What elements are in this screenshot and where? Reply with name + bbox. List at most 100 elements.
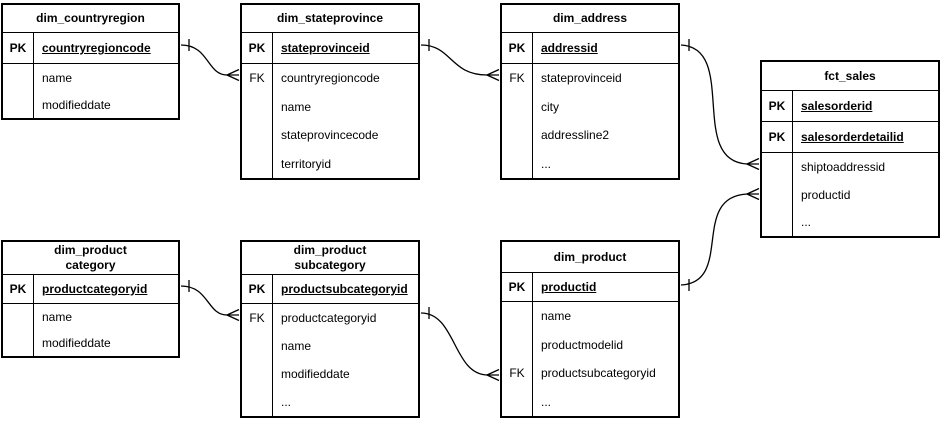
pk-badge: PK <box>242 33 273 63</box>
relationship-dim-product-fct-sales <box>680 187 760 291</box>
badge-cell <box>762 153 793 181</box>
field-row: territoryid <box>242 149 418 178</box>
field-name: name <box>541 309 572 324</box>
badge-cell <box>242 388 273 416</box>
entity-dim-productsubcategory: dim_product subcategory PK productsubcat… <box>240 240 420 418</box>
relationship-dim-productsubcategory-dim-product <box>420 307 500 382</box>
field-row: FK countryregioncode <box>242 64 418 93</box>
entity-title: fct_sales <box>762 62 938 91</box>
relationship-dim-countryregion-dim-stateprovince <box>180 39 240 82</box>
field-name: productcategoryid <box>281 311 377 325</box>
field-name: shiptoaddressid <box>801 159 886 174</box>
badge-cell <box>502 92 533 121</box>
field-row: modifieddate <box>242 360 418 388</box>
relationship-dim-productcategory-dim-productsubcategory <box>180 280 240 322</box>
pk-field-name: productsubcategoryid <box>281 282 408 296</box>
primary-key-row: PK salesorderdetailid <box>762 122 938 153</box>
badge-cell <box>242 149 273 178</box>
badge-cell <box>502 302 533 331</box>
field-row: FK productsubcategoryid <box>502 359 678 388</box>
pk-field-name: countryregioncode <box>42 41 151 55</box>
pk-field-name: addressid <box>541 41 598 55</box>
pk-badge: PK <box>502 273 533 301</box>
pk-badge: PK <box>3 33 34 63</box>
badge-cell <box>3 304 34 330</box>
entity-title: dim_stateprovince <box>242 5 418 33</box>
entity-body: name modifieddate <box>3 64 178 118</box>
field-row: modifieddate <box>3 330 178 356</box>
field-row: productid <box>762 180 938 209</box>
badge-cell <box>242 121 273 150</box>
field-name: name <box>42 310 73 324</box>
entity-title: dim_address <box>502 5 678 33</box>
field-row: ... <box>242 388 418 416</box>
field-row: name <box>502 302 678 331</box>
entity-dim-countryregion: dim_countryregion PK countryregioncode n… <box>1 3 180 120</box>
field-name: modifieddate <box>281 367 350 381</box>
badge-cell <box>502 330 533 359</box>
field-row: ... <box>502 149 678 178</box>
badge-cell <box>762 208 793 237</box>
pk-badge: PK <box>762 91 793 121</box>
badge-cell <box>502 149 533 178</box>
pk-field-name: salesorderdetailid <box>801 130 904 144</box>
entity-body: name modifieddate <box>3 304 178 356</box>
entity-fct-sales: fct_sales PK salesorderid PK salesorderd… <box>760 60 940 238</box>
field-name: ... <box>541 156 552 171</box>
field-row: addressline2 <box>502 121 678 150</box>
field-row: FK stateprovinceid <box>502 64 678 93</box>
field-name: name <box>42 70 73 85</box>
badge-cell <box>242 332 273 360</box>
primary-key-row: PK salesorderid <box>762 91 938 122</box>
fk-badge: FK <box>242 304 273 332</box>
field-name: productsubcategoryid <box>541 366 656 381</box>
primary-key-row: PK addressid <box>502 33 678 64</box>
entity-body: FK countryregioncode name stateprovincec… <box>242 64 418 178</box>
primary-key-row: PK productid <box>502 273 678 302</box>
primary-key-row: PK stateprovinceid <box>242 33 418 64</box>
fk-badge: FK <box>502 359 533 388</box>
field-row: name <box>242 92 418 121</box>
field-row: city <box>502 92 678 121</box>
field-name: name <box>281 339 312 353</box>
fk-badge: FK <box>242 64 273 93</box>
field-name: modifieddate <box>42 336 111 350</box>
badge-cell <box>3 330 34 356</box>
entity-body: FK productcategoryid name modifieddate .… <box>242 304 418 416</box>
primary-key-row: PK productsubcategoryid <box>242 275 418 304</box>
pk-badge: PK <box>762 122 793 152</box>
field-row: name <box>3 64 178 91</box>
badge-cell <box>762 180 793 209</box>
field-name: city <box>541 99 559 114</box>
badge-cell <box>3 64 34 91</box>
entity-dim-product: dim_product PK productid name productmod… <box>500 240 680 418</box>
field-name: modifieddate <box>42 97 111 112</box>
field-name: countryregioncode <box>281 71 380 86</box>
field-row: stateprovincecode <box>242 121 418 150</box>
field-row: ... <box>502 387 678 416</box>
field-name: ... <box>541 394 552 409</box>
primary-key-row: PK productcategoryid <box>3 275 178 304</box>
badge-cell <box>242 360 273 388</box>
entity-body: FK stateprovinceid city addressline2 ... <box>502 64 678 178</box>
field-name: ... <box>281 395 292 409</box>
relationship-dim-stateprovince-dim-address <box>420 39 500 82</box>
field-row: productmodelid <box>502 330 678 359</box>
pk-field-name: productid <box>541 280 597 294</box>
badge-cell <box>502 387 533 416</box>
field-row: modifieddate <box>3 91 178 118</box>
badge-cell <box>242 92 273 121</box>
entity-body: name productmodelid FK productsubcategor… <box>502 302 678 416</box>
field-row: FK productcategoryid <box>242 304 418 332</box>
relationship-dim-address-fct-sales <box>680 39 760 171</box>
pk-badge: PK <box>242 275 273 303</box>
entity-title: dim_product <box>502 242 678 273</box>
pk-badge: PK <box>502 33 533 63</box>
pk-field-name: productcategoryid <box>42 282 148 296</box>
pk-field-name: stateprovinceid <box>281 41 370 55</box>
badge-cell <box>3 91 34 118</box>
entity-dim-productcategory: dim_product category PK productcategoryi… <box>1 240 180 358</box>
field-name: addressline2 <box>541 128 610 143</box>
